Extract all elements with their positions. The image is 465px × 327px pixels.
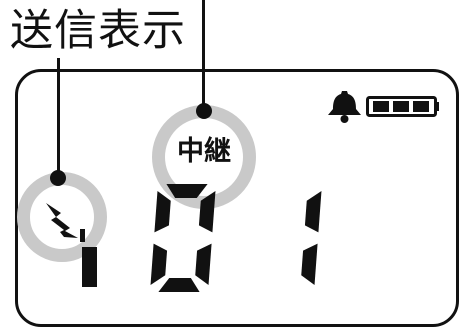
digit-1-segment-e [150,243,168,285]
bell-icon [328,91,361,123]
digit-1-segment-f [154,191,171,233]
digit-2-segment-c [301,243,318,285]
transmit-indicator-caption: 送信表示 [10,6,186,56]
battery-icon [366,96,439,117]
digit-1-segment-c [195,243,212,285]
relay-indicator-label: 中継 [177,136,231,167]
signal-bar-segment [82,247,97,287]
digit-1-segment-a [166,184,208,198]
relay-callout-dot [196,103,212,119]
transmit-callout-dot [50,170,66,186]
relay-callout-line [202,0,205,112]
transmit-callout-line [57,58,60,178]
digit-1-segment-d [158,278,200,292]
digit-2-segment-b [304,191,322,233]
transmit-lightning-icon [46,203,85,242]
digit-1-segment-b [198,191,216,233]
